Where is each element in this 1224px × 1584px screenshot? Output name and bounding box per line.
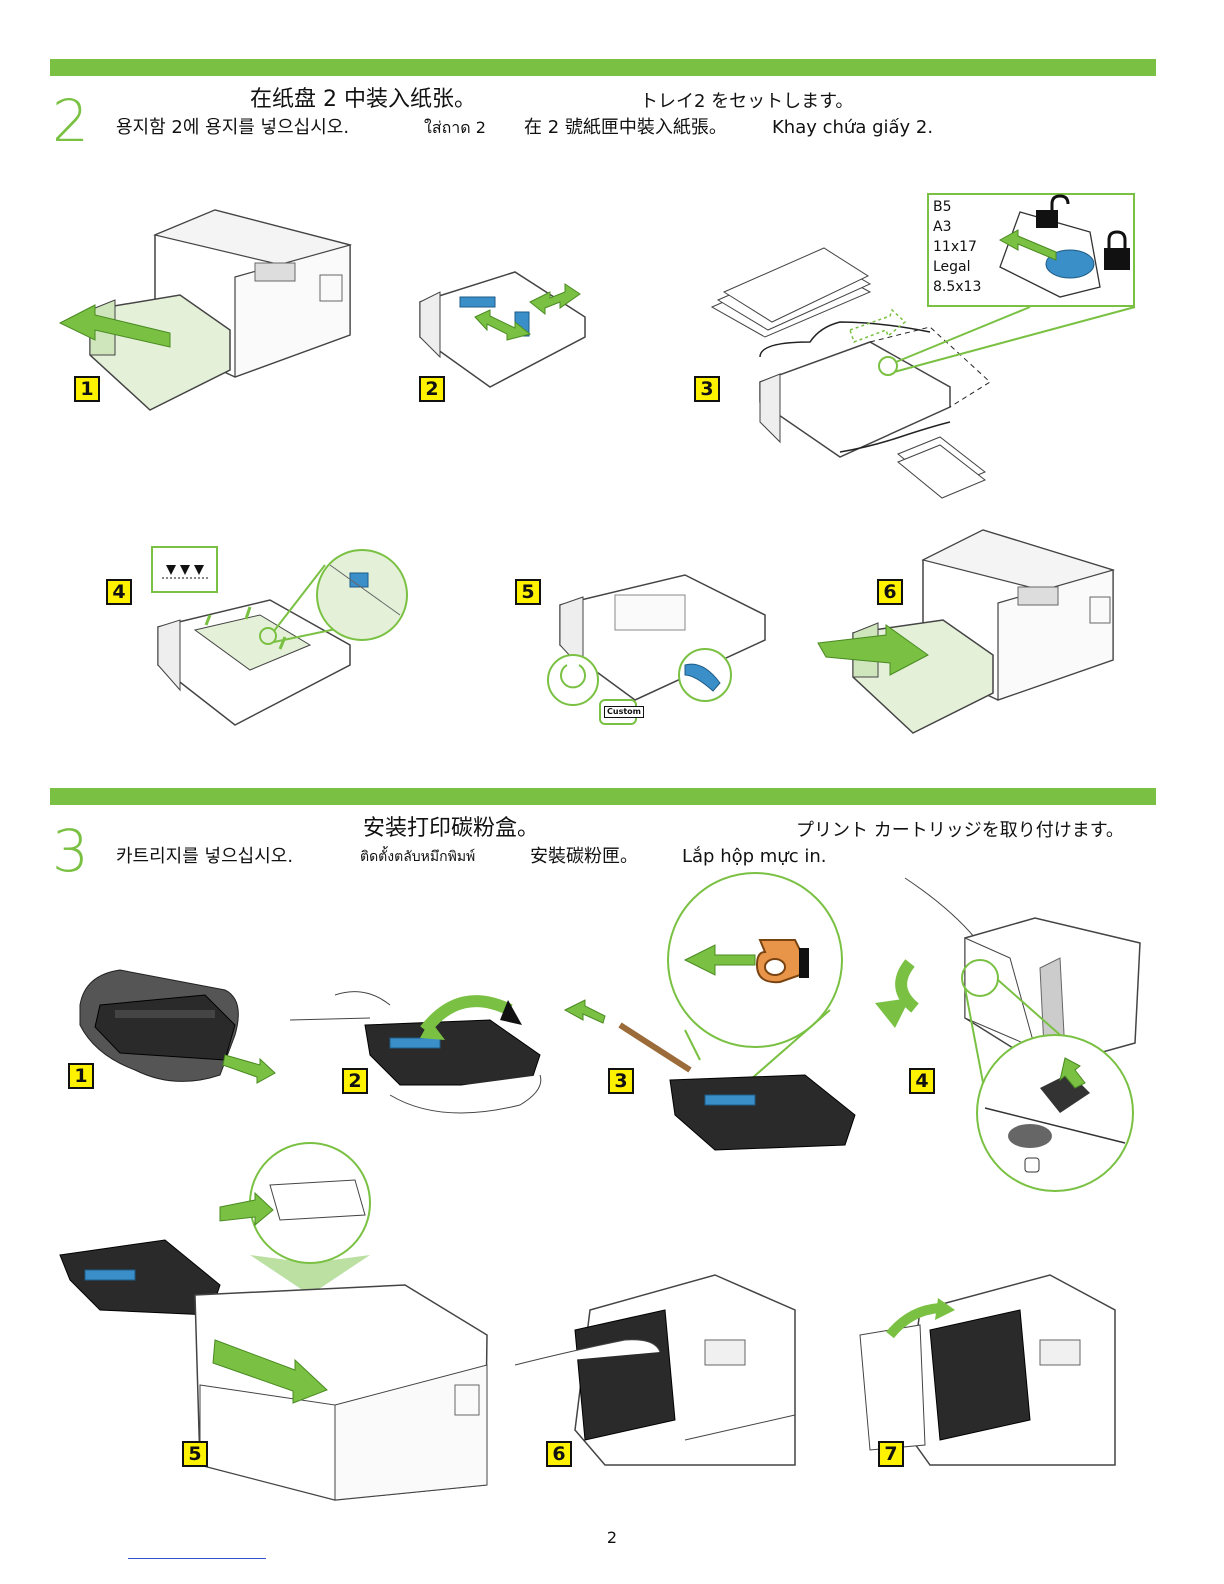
section-2-step-number: 2 <box>52 92 89 150</box>
illustration-load-paper <box>150 545 415 740</box>
illustration-adjust-guides <box>415 262 590 392</box>
illustration-open-top-cover <box>870 878 1145 1198</box>
paper-size-b5: B5 <box>933 197 981 217</box>
paper-size-8-5x13: 8.5x13 <box>933 277 981 297</box>
section-2-title-ko: 용지함 2에 용지를 넣으십시오. <box>116 119 349 137</box>
paper-size-legal: Legal <box>933 257 981 277</box>
section-2-title-zh-tw: 在 2 號紙匣中裝入紙張。 <box>524 119 727 137</box>
section-2-title-zh-cn: 在纸盘 2 中装入纸张。 <box>250 89 476 111</box>
illustration-remove-tape <box>565 860 860 1175</box>
section-3-title-zh-cn: 安装打印碳粉盒。 <box>363 818 539 840</box>
illustration-pull-out-tray <box>60 205 360 420</box>
section-3-panel-4-label: 4 <box>909 1068 935 1094</box>
section-2-title-vi: Khay chứa giấy 2. <box>772 119 933 137</box>
illustration-unpack-cartridge <box>75 965 285 1090</box>
section-2-panel-6-label: 6 <box>877 579 903 605</box>
section-3-title-ja: プリント カートリッジを取り付けます。 <box>796 822 1124 840</box>
section-3-panel-1-label: 1 <box>68 1063 94 1089</box>
section-3-bar <box>50 788 1156 805</box>
section-2-bar <box>50 59 1156 76</box>
illustration-insert-tray <box>818 525 1123 740</box>
page-number: 2 <box>0 1528 1224 1547</box>
section-3-panel-7-label: 7 <box>878 1441 904 1467</box>
section-2-panel-2-label: 2 <box>419 376 445 402</box>
section-2-title-th: ใส่ถาด 2 <box>424 120 486 136</box>
paper-size-list: B5 A3 11x17 Legal 8.5x13 <box>933 197 981 297</box>
paper-size-a3: A3 <box>933 217 981 237</box>
section-3-panel-6-label: 6 <box>546 1441 572 1467</box>
section-3-step-number: 3 <box>52 822 89 880</box>
section-3-panel-3-label: 3 <box>608 1068 634 1094</box>
section-3-title-th: ติดตั้งตลับหมึกพิมพ์ <box>360 850 475 864</box>
section-2-title-ja: トレイ2 をセットします。 <box>640 93 853 111</box>
illustration-close-top-cover <box>860 1270 1120 1470</box>
footer-line <box>128 1558 266 1559</box>
section-2-panel-5-label: 5 <box>515 579 541 605</box>
illustration-seat-cartridge <box>515 1270 800 1470</box>
section-3-panel-5-label: 5 <box>182 1441 208 1467</box>
section-3-panel-2-label: 2 <box>342 1068 368 1094</box>
illustration-insert-cartridge <box>55 1135 495 1505</box>
section-2-panel-1-label: 1 <box>74 376 100 402</box>
illustration-rock-cartridge <box>290 980 550 1130</box>
paper-size-11x17: 11x17 <box>933 237 981 257</box>
section-2-panel-3-label: 3 <box>694 376 720 402</box>
section-2-panel-4-label: 4 <box>106 579 132 605</box>
illustration-paper-size-guide <box>700 192 1140 502</box>
custom-size-label: Custom <box>604 706 644 718</box>
section-3-title-ko: 카트리지를 넣으십시오. <box>116 848 293 866</box>
illustration-set-size-dial <box>545 565 770 730</box>
